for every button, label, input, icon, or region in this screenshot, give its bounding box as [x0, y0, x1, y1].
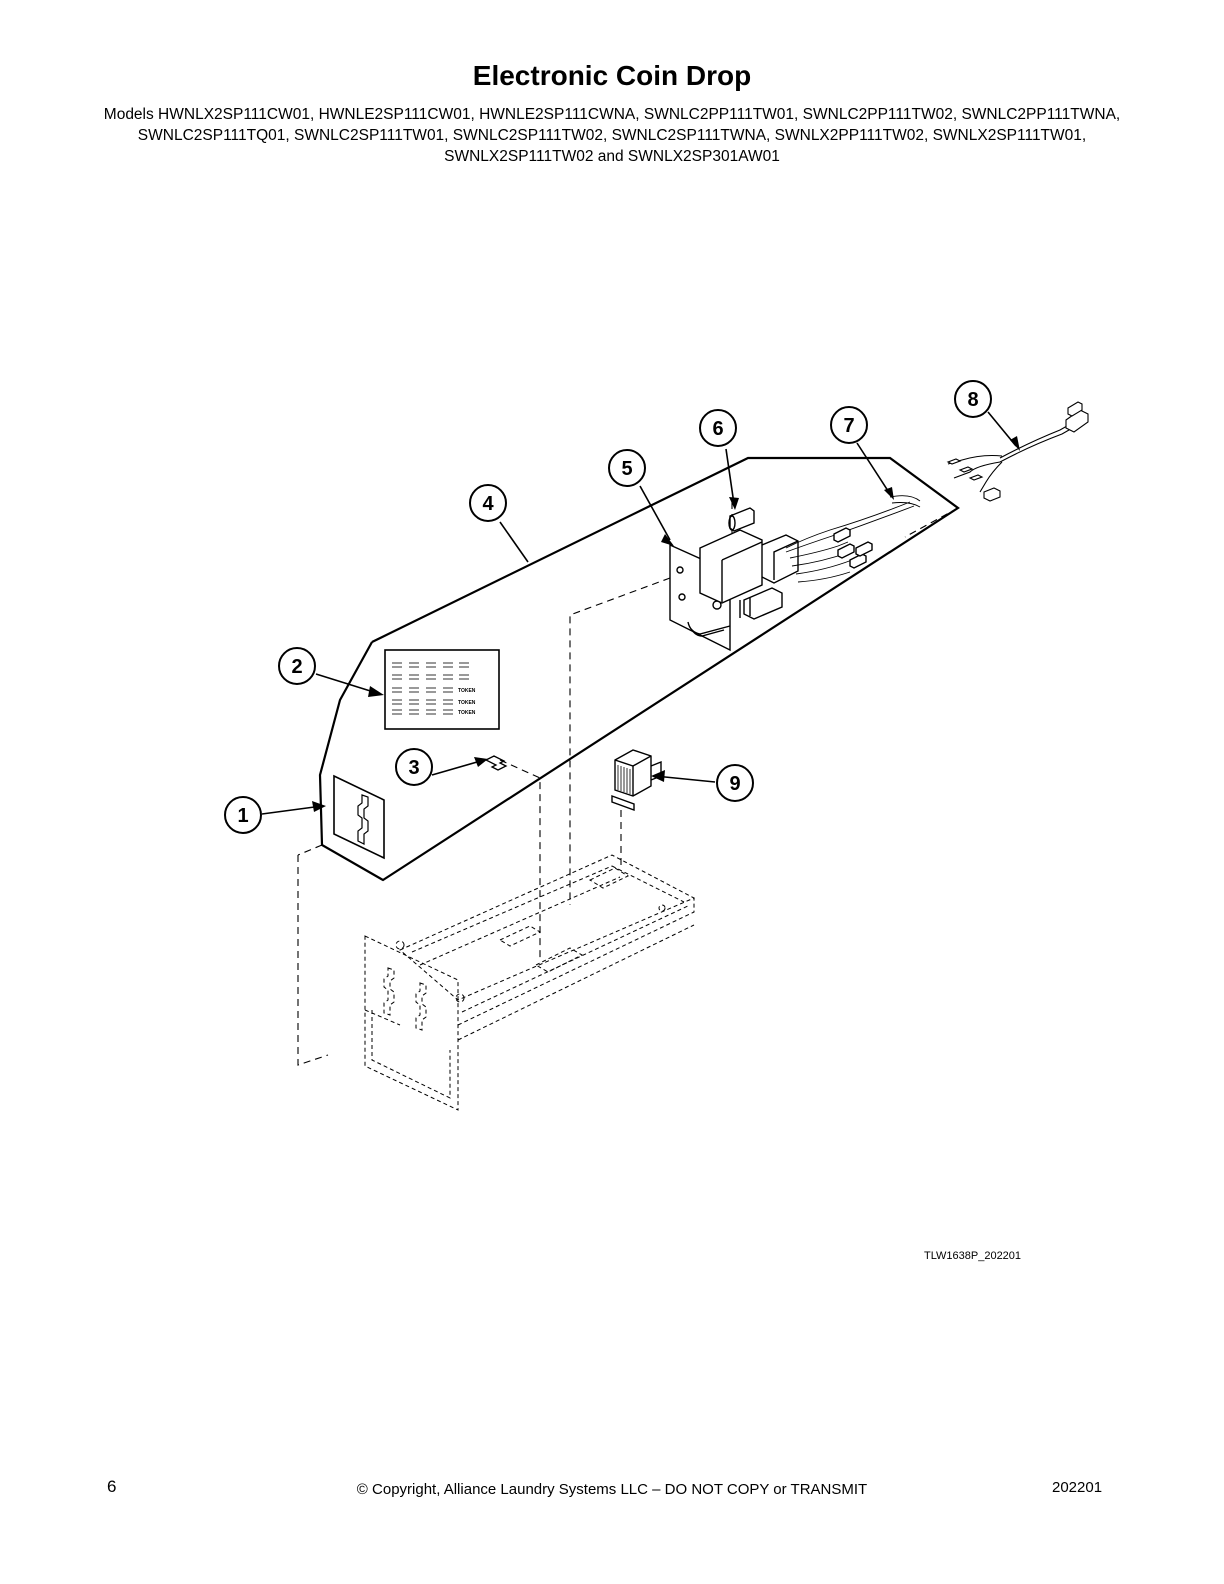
wire-harness — [946, 401, 1089, 502]
retainer-clip — [484, 755, 508, 771]
coin-acceptor-assembly — [669, 501, 915, 652]
callout-3-circle — [395, 748, 433, 786]
coin-drop-housing-ghost — [364, 854, 696, 1111]
drawing-code: TLW1638P_202201 — [924, 1250, 1022, 1262]
date-code: 202201 — [1052, 1479, 1103, 1496]
callout-2-circle — [278, 647, 316, 685]
callout-9-circle — [716, 764, 754, 802]
callout-7-circle — [830, 406, 868, 444]
ferrite-bead — [728, 507, 755, 532]
callout-6: 6 — [712, 418, 723, 440]
decal-token-label: TOKEN — [458, 710, 476, 716]
callout-8: 8 — [967, 389, 978, 411]
decal-token-label: TOKEN — [458, 700, 476, 706]
callout-5: 5 — [621, 458, 632, 480]
assembly-guide-lines — [297, 502, 959, 1066]
page-title: Electronic Coin Drop — [472, 60, 752, 91]
leader-lines — [261, 411, 1017, 815]
callout-circles — [224, 380, 992, 834]
copyright-notice: © Copyright, Alliance Laundry Systems LL… — [356, 1481, 868, 1498]
callout-6-circle — [699, 409, 737, 447]
models-list: Models HWNLX2SP111CW01, HWNLE2SP111CW01,… — [103, 106, 1121, 165]
callout-1: 1 — [237, 805, 248, 827]
callout-5-circle — [608, 449, 646, 487]
callout-1-circle — [224, 796, 262, 834]
callout-4-circle — [469, 484, 507, 522]
callout-3: 3 — [408, 757, 419, 779]
callout-8-circle — [954, 380, 992, 418]
page-number: 6 — [107, 1477, 117, 1496]
token-decal — [384, 649, 500, 730]
wire-leads — [889, 495, 921, 508]
decal-token-label: TOKEN — [458, 688, 476, 694]
callout-9: 9 — [729, 773, 740, 795]
arrowheads — [312, 436, 1020, 812]
coin-slot-plate — [333, 774, 385, 860]
coin-drop-panel — [318, 456, 960, 882]
power-module — [611, 749, 662, 811]
callout-4: 4 — [482, 493, 494, 515]
callout-2: 2 — [291, 656, 302, 678]
callout-7: 7 — [843, 415, 854, 437]
